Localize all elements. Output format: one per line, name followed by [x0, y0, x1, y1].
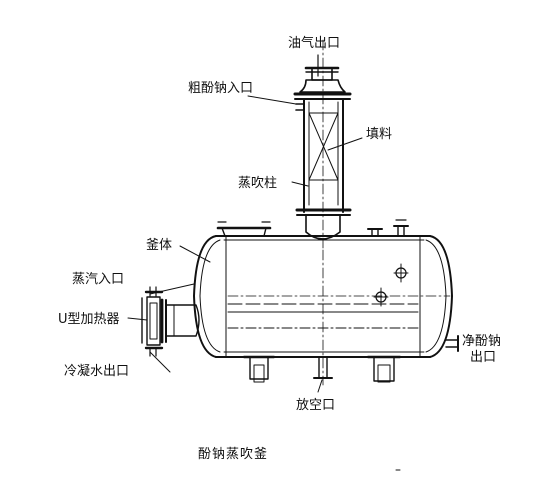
u-type-heater: [142, 287, 199, 356]
label-pure-phenolate-outlet-1: 净酚钠: [462, 334, 502, 349]
leader-lines: [128, 96, 362, 392]
label-steam-inlet: 蒸汽入口: [72, 272, 125, 287]
vessel-body: [194, 220, 458, 385]
figure-caption: 酚钠蒸吹釜: [198, 447, 269, 462]
label-crude-phenolate-inlet: 粗酚钠入口: [188, 81, 254, 96]
stripping-column: [295, 40, 350, 250]
label-drain-port: 放空口: [296, 398, 336, 413]
label-packing: 填料: [366, 127, 393, 142]
label-oil-gas-outlet: 油气出口: [288, 36, 341, 51]
label-stripping-column: 蒸吹柱: [238, 176, 278, 191]
label-u-heater: U型加热器: [58, 312, 120, 327]
label-condensate-outlet: 冷凝水出口: [64, 364, 130, 379]
label-vessel-body: 釜体: [146, 238, 173, 253]
label-pure-phenolate-outlet-2: 出口: [470, 350, 497, 365]
